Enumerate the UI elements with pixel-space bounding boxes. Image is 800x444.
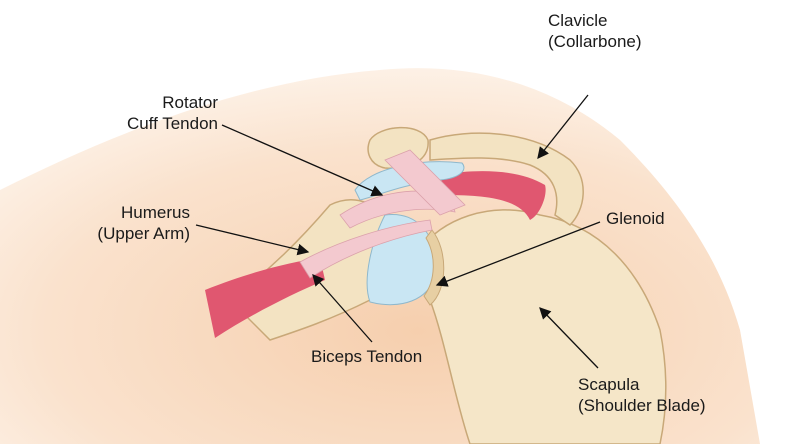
clavicle-alt: (Collarbone) xyxy=(548,32,642,51)
scapula-label: Scapula (Shoulder Blade) xyxy=(578,374,706,416)
biceps-tendon-label: Biceps Tendon xyxy=(311,346,422,367)
humerus-alt: (Upper Arm) xyxy=(97,224,190,243)
glenoid-pointer xyxy=(435,221,601,287)
biceps-muscle xyxy=(205,258,325,338)
glenoid-name: Glenoid xyxy=(606,209,665,228)
biceps-tendon xyxy=(299,219,433,279)
humerus-pointer xyxy=(195,224,310,256)
rotator-cuff-pointer xyxy=(221,124,384,197)
coracoacromial-ligament xyxy=(384,149,466,216)
rotator-cuff-line1: Rotator xyxy=(162,93,218,112)
humerus-name: Humerus xyxy=(121,203,190,222)
glenoid-label: Glenoid xyxy=(606,208,665,229)
scapula-pointer xyxy=(539,307,599,369)
scapula-name: Scapula xyxy=(578,375,640,394)
clavicle-pointer xyxy=(537,94,589,160)
biceps-name: Biceps Tendon xyxy=(311,347,423,366)
biceps-pointer xyxy=(312,274,373,343)
scapula-alt: (Shoulder Blade) xyxy=(578,396,706,415)
clavicle-label: Clavicle (Collarbone) xyxy=(548,10,642,52)
clavicle-name: Clavicle xyxy=(548,11,608,30)
subclavius-muscle xyxy=(440,171,546,220)
rotator-cuff-line2: Cuff Tendon xyxy=(126,114,218,133)
humerus-label: Humerus (Upper Arm) xyxy=(97,202,190,244)
rotator-cuff-label: Rotator Cuff Tendon xyxy=(127,92,218,134)
